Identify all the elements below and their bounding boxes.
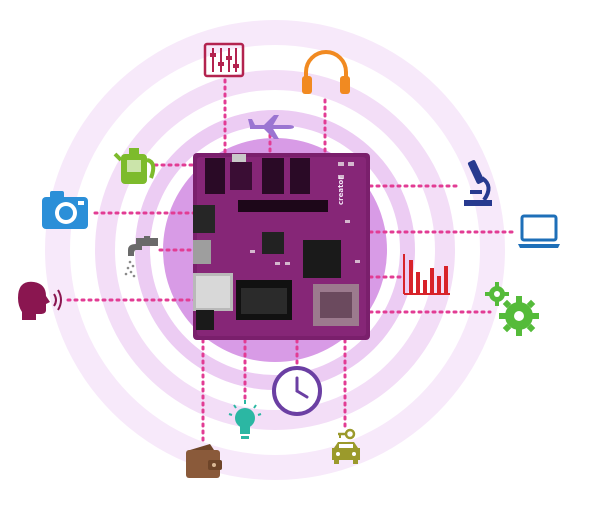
ethernet-port-face [196,276,230,308]
smd-component [355,260,360,263]
connector-lines [66,78,517,442]
smd-component [250,250,255,253]
speaking-head-icon [18,281,62,320]
secondary-chip [262,232,284,254]
pin-header-top-left [205,158,225,194]
kettle-icon [113,148,156,184]
pin-header-top-mid [230,162,252,190]
power-jack [193,205,215,233]
audio-jack [196,310,214,330]
radio-chip-inner [320,292,352,318]
smd-component [338,175,344,179]
camera-icon [42,191,88,229]
laptop-icon [518,214,560,248]
faucet-icon [124,236,158,278]
airplane-icon [248,115,294,139]
car-key-icon [332,428,360,464]
main-chip [303,240,341,278]
wallet-icon [186,444,222,478]
usb-port [232,154,246,162]
gpio-header-bottom-pins [241,288,287,314]
smd-component [338,162,344,166]
pin-header-row [238,200,328,212]
smd-component [275,262,280,265]
board-printed-label: creator [337,176,345,205]
smd-component [348,162,354,166]
bar-chart-icon [403,254,450,295]
pin-header-top-far [290,158,310,194]
smd-component [345,220,350,223]
clock-icon [272,366,322,416]
lightbulb-icon [228,400,262,439]
headphones-icon [302,50,350,94]
microscope-icon [464,160,492,206]
pin-header-top-right [262,158,284,194]
smd-components [250,162,360,265]
circuit-board: creator [193,153,370,340]
smd-component [285,262,290,265]
gears-icon [485,282,539,336]
mixer-icon [203,42,245,78]
sd-slot [193,240,211,264]
